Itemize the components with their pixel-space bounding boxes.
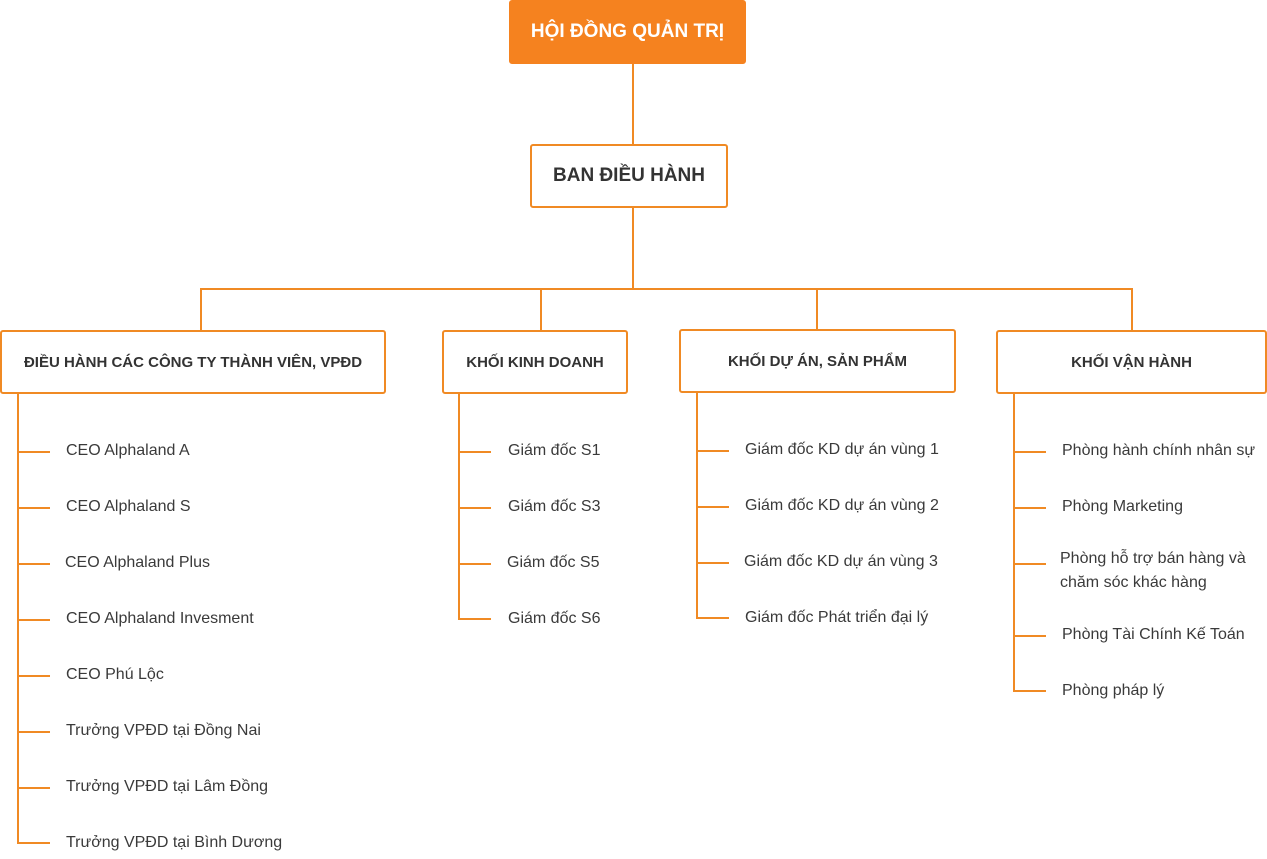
group-1-tick: [17, 842, 50, 844]
group-4-tick: [1013, 451, 1046, 453]
group-3-item: Giám đốc KD dự án vùng 3: [744, 553, 938, 570]
group-1-item: Trưởng VPĐD tại Bình Dương: [66, 834, 283, 851]
group-4-item: Phòng hành chính nhân sự: [1062, 442, 1256, 459]
group-4-tick: [1013, 563, 1046, 565]
group-1-item: CEO Alphaland Invesment: [66, 610, 254, 627]
connector-drop-4: [1131, 288, 1133, 331]
group-1-item: CEO Alphaland S: [66, 498, 191, 515]
group-4-item: Phòng Marketing: [1062, 498, 1183, 515]
connector-board-exec: [632, 63, 634, 146]
group-4-tick: [1013, 635, 1046, 637]
connector-drop-3: [816, 288, 818, 330]
group-1-item: Trưởng VPĐD tại Lâm Đồng: [66, 778, 269, 795]
connector-drop-2: [540, 288, 542, 331]
group-4-item: Phòng hỗ trợ bán hàng và chăm sóc khác h…: [1060, 550, 1246, 591]
group-1-tick: [17, 787, 50, 789]
group-3-tick: [696, 562, 729, 564]
group-1-item: CEO Alphaland Plus: [65, 554, 210, 571]
group-4-spine: [1013, 392, 1015, 692]
group-4-item: Phòng pháp lý: [1062, 682, 1165, 699]
connector-drop-1: [200, 288, 202, 331]
group-1-tick: [17, 507, 50, 509]
board-box: HỘI ĐỒNG QUẢN TRỊ: [509, 0, 746, 64]
group-3-title: KHỐI DỰ ÁN, SẢN PHẨM: [679, 329, 956, 393]
group-2-spine: [458, 392, 460, 620]
group-1-tick: [17, 675, 50, 677]
group-2-title: KHỐI KINH DOANH: [442, 330, 628, 394]
group-3-tick: [696, 617, 729, 619]
group-1-title: ĐIỀU HÀNH CÁC CÔNG TY THÀNH VIÊN, VPĐD: [0, 330, 386, 394]
group-2-tick: [458, 451, 491, 453]
group-4-title: KHỐI VẬN HÀNH: [996, 330, 1267, 394]
connector-exec-bus: [632, 207, 634, 289]
group-3-tick: [696, 450, 729, 452]
group-2-item: Giám đốc S1: [508, 442, 601, 459]
group-1-spine: [17, 392, 19, 843]
executive-box: BAN ĐIỀU HÀNH: [530, 144, 728, 208]
group-2-item: Giám đốc S5: [507, 554, 600, 571]
group-1-tick: [17, 731, 50, 733]
group-4-item: Phòng Tài Chính Kế Toán: [1062, 626, 1245, 643]
group-1-item: CEO Alphaland A: [66, 442, 190, 459]
group-1-tick: [17, 563, 50, 565]
connector-bus: [200, 288, 1133, 290]
group-3-item: Giám đốc KD dự án vùng 1: [745, 441, 939, 458]
group-3-spine: [696, 391, 698, 619]
group-2-tick: [458, 563, 491, 565]
group-4-tick: [1013, 690, 1046, 692]
group-1-tick: [17, 619, 50, 621]
group-2-tick: [458, 507, 491, 509]
group-1-item: Trưởng VPĐD tại Đồng Nai: [66, 722, 261, 739]
group-3-item: Giám đốc Phát triển đại lý: [745, 609, 929, 626]
group-2-item: Giám đốc S3: [508, 498, 601, 515]
group-3-item: Giám đốc KD dự án vùng 2: [745, 497, 939, 514]
group-3-tick: [696, 506, 729, 508]
group-2-item: Giám đốc S6: [508, 610, 601, 627]
group-2-tick: [458, 618, 491, 620]
group-1-item: CEO Phú Lộc: [66, 666, 164, 683]
group-4-tick: [1013, 507, 1046, 509]
group-1-tick: [17, 451, 50, 453]
